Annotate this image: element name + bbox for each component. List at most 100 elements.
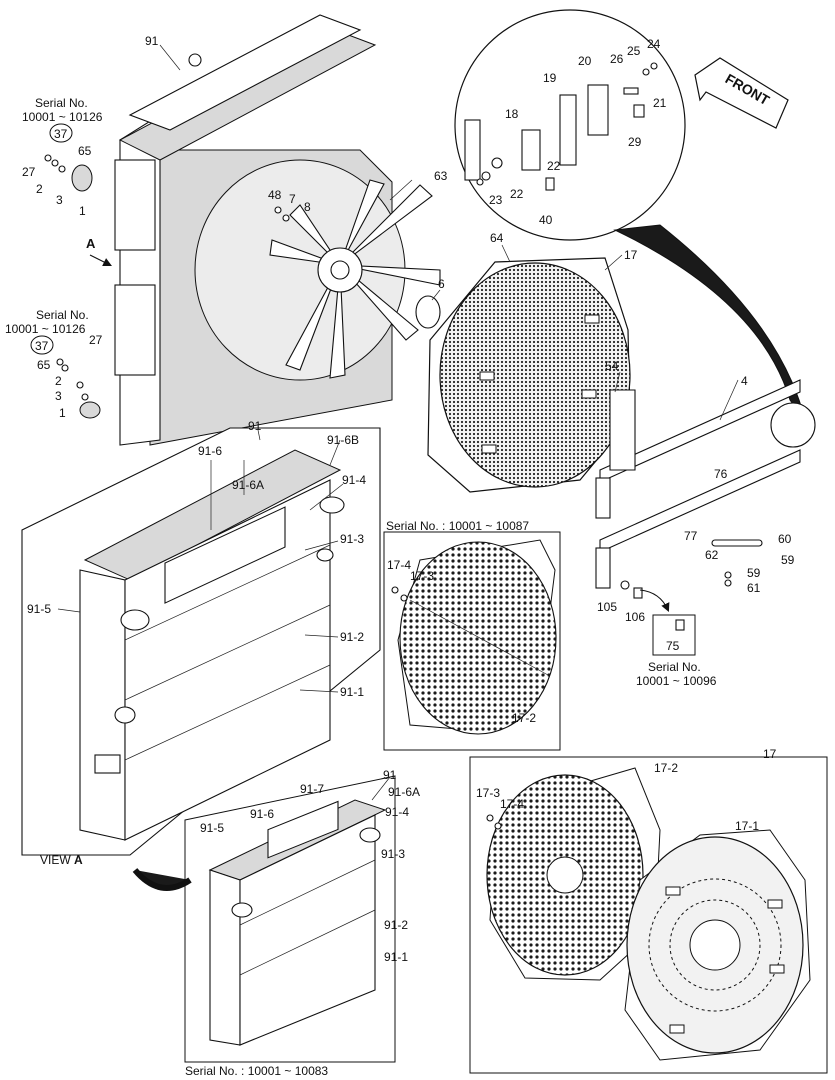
callout-17-4-low: 17-4 [500,797,524,811]
callout-91-3-view: 91-3 [340,532,364,546]
callout-62: 62 [705,548,719,562]
serial-top-left-line1: Serial No. [35,96,88,110]
lower-radiator-inset [132,775,396,1063]
view-label: VIEW A [40,853,83,867]
detail-circle [454,9,806,421]
leader-lines [57,44,739,801]
callout-17-2-box: 17-2 [512,711,536,725]
callout-65-top: 65 [78,144,92,158]
callout-91-2-view: 91-2 [340,630,364,644]
callout-27-top: 27 [22,165,36,179]
bracket-19 [559,94,577,166]
callout-60: 60 [778,532,792,546]
serial-mid-left-line2: 10001 ~ 10126 [5,322,86,336]
guard-17-box [469,756,828,1074]
callout-22a: 22 [547,159,561,173]
view-a-panel [21,427,381,856]
callout-1-mid: 1 [59,406,66,420]
callout-105: 105 [597,600,617,614]
callout-6: 6 [438,277,445,291]
callout-labels: 91 Serial No. 10001 ~ 10126 37 65 27 2 3… [5,34,795,1078]
callout-77: 77 [684,529,698,543]
callout-27-mid: 27 [89,333,103,347]
callout-54: 54 [605,359,619,373]
callout-17-3-low: 17-3 [476,786,500,800]
callout-17-1-low: 17-1 [735,819,759,833]
lower-bracket [114,284,156,376]
callout-37-circle-top [49,123,73,143]
callout-2-top: 2 [36,182,43,196]
callout-20: 20 [578,54,592,68]
callout-3-mid: 3 [55,389,62,403]
callout-29: 29 [628,135,642,149]
view-a-side [79,569,126,841]
callout-37-circle-mid [30,335,54,355]
callout-91-5-low: 91-5 [200,821,224,835]
callout-48: 48 [268,188,282,202]
view-a-top-tank [83,449,342,581]
callout-76: 76 [714,467,728,481]
cooling-fan [269,179,441,379]
serial-bolt-line1: Serial No. [648,660,701,674]
callout-91-1-low: 91-1 [384,950,408,964]
callout-25: 25 [627,44,641,58]
callout-17-low: 17 [763,747,777,761]
callout-91-6-low: 91-6 [250,807,274,821]
callout-61: 61 [747,581,761,595]
callout-106: 106 [625,610,645,624]
callout-1-top: 1 [79,204,86,218]
callout-40: 40 [539,213,553,227]
callout-7: 7 [289,192,296,206]
bolt-75-box [639,589,696,656]
callout-22b: 22 [510,187,524,201]
callout-17-guard: 17 [624,248,638,262]
callout-64: 64 [490,231,504,245]
serial-mid-left-line1: Serial No. [36,308,89,322]
top-cover [128,14,362,131]
callout-17-3-box: 17-3 [410,569,434,583]
radiator-assembly [114,14,441,446]
upper-bracket [114,159,156,251]
callout-65-mid: 65 [37,358,51,372]
callout-18: 18 [505,107,519,121]
guard-mesh [439,262,631,488]
callout-91-7-low: 91-7 [300,782,324,796]
mounting-parts-top [44,154,290,419]
support-frame [595,379,816,599]
callout-63: 63 [434,169,448,183]
callout-37-top: 37 [54,127,68,141]
serial-bolt-line2: 10001 ~ 10096 [636,674,717,688]
callout-91-low: 91 [383,768,397,782]
callout-91-6a-view: 91-6A [232,478,264,492]
callout-24: 24 [647,37,661,51]
callout-91-top: 91 [145,34,159,48]
callout-17-2-low: 17-2 [654,761,678,775]
handle-60 [711,539,763,547]
callout-91-1-view: 91-1 [340,685,364,699]
serial-top-left-line2: 10001 ~ 10126 [22,110,103,124]
serial-guard-box: Serial No. : 10001 ~ 10087 [386,519,529,533]
callout-91-6b-view: 91-6B [327,433,359,447]
callout-21: 21 [653,96,667,110]
callout-91-5-view: 91-5 [27,602,51,616]
callout-23: 23 [489,193,503,207]
callout-4: 4 [741,374,748,388]
callout-91-2-low: 91-2 [384,918,408,932]
serial-bottom-box: Serial No. : 10001 ~ 10083 [185,1064,328,1078]
callout-19: 19 [543,71,557,85]
fan-guard [427,257,631,493]
fan-spacer [415,295,441,329]
guard-inset-box [383,531,561,751]
callout-91-3-low: 91-3 [381,847,405,861]
callout-8: 8 [304,200,311,214]
callout-26: 26 [610,52,624,66]
guard-mesh-17-2 [399,541,557,735]
callout-3-top: 3 [56,193,63,207]
callout-75: 75 [666,639,680,653]
callout-91-4-view: 91-4 [342,473,366,487]
callout-91-4-low: 91-4 [385,805,409,819]
bracket-18 [521,129,541,171]
callout-37-mid: 37 [35,339,49,353]
callout-91-6a-low: 91-6A [388,785,420,799]
